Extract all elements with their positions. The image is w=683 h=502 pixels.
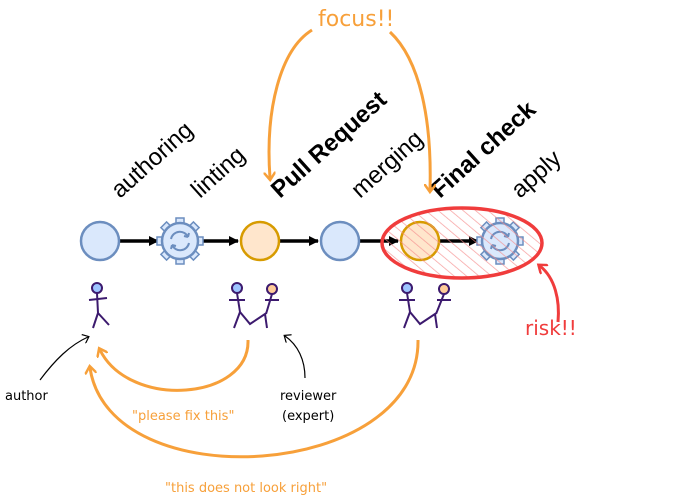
feedback-arrow-1 xyxy=(100,339,250,392)
stage-label-0: authoring xyxy=(106,116,198,203)
author-pointer xyxy=(39,337,88,381)
author-figure xyxy=(88,282,110,329)
author-label: author xyxy=(5,389,48,404)
stage-label-5: apply xyxy=(506,145,567,203)
feedback-arrow-2 xyxy=(90,339,420,459)
risk-highlight: risk!! xyxy=(380,206,577,340)
reviewer-sub-label: (expert) xyxy=(282,409,334,424)
gear-node-1 xyxy=(156,217,204,265)
reviewer-pair-1 xyxy=(229,282,279,329)
stage-node-3 xyxy=(319,220,361,262)
stage-label-3: merging xyxy=(346,125,429,203)
stage-label-1: linting xyxy=(186,141,251,203)
reviewer-pair-2 xyxy=(399,282,451,329)
risk-label: risk!! xyxy=(525,316,577,340)
focus-annotation: focus!! xyxy=(269,7,430,190)
people xyxy=(88,282,451,329)
refresh-icon xyxy=(170,230,190,252)
please-fix-label: "please fix this" xyxy=(132,409,234,424)
risk-arrow xyxy=(540,266,560,323)
stage-node-2 xyxy=(239,220,281,262)
reviewer-label: reviewer xyxy=(280,389,337,404)
stage-node-0 xyxy=(79,220,121,262)
focus-label: focus!! xyxy=(318,7,394,32)
not-right-label: "this does not look right" xyxy=(165,481,327,496)
reviewer-pointer xyxy=(285,336,306,379)
